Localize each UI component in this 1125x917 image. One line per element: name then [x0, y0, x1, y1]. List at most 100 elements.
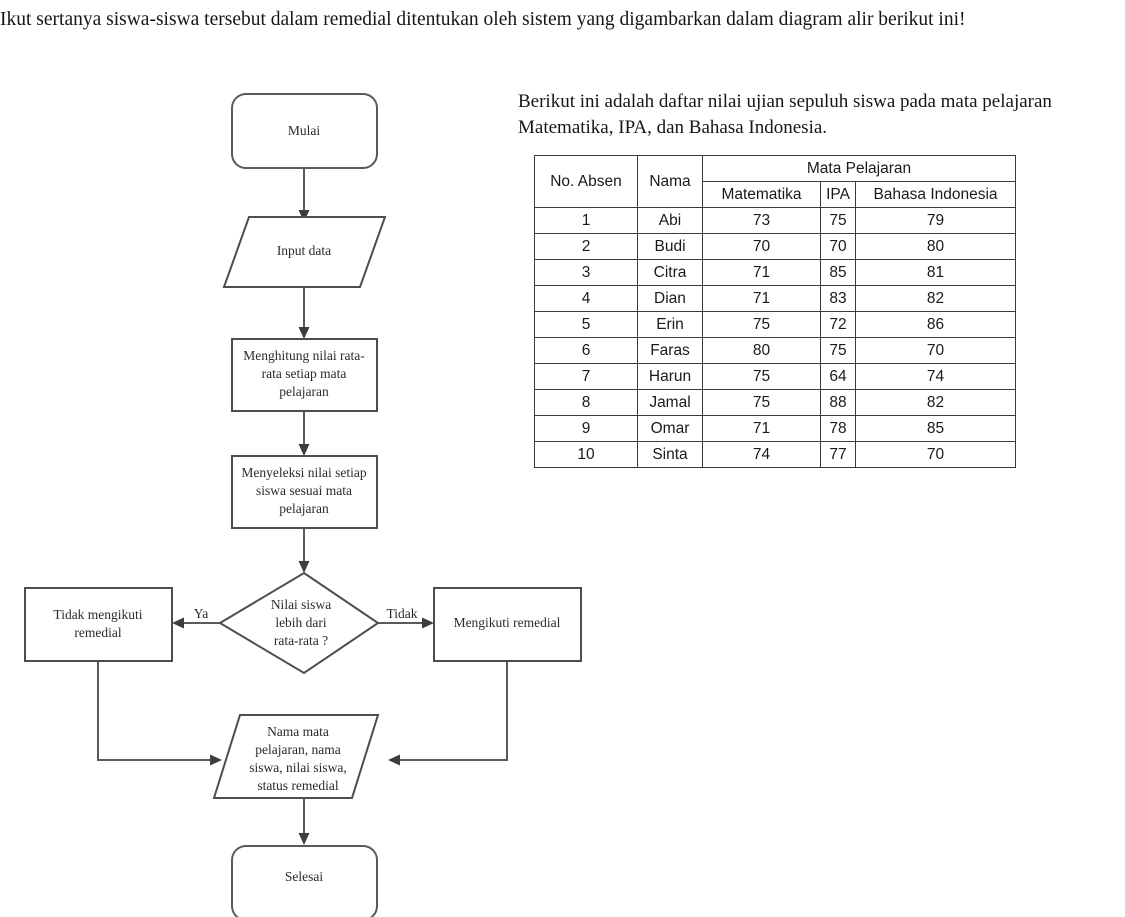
cell-ipa: 70: [820, 233, 856, 260]
arrowhead-decision-to-no-remedial: [172, 617, 184, 629]
cell-nama: Sinta: [637, 441, 703, 468]
cell-matematika: 75: [702, 363, 821, 390]
cell-nama: Faras: [637, 337, 703, 364]
cell-no-absen: 5: [534, 311, 638, 338]
cell-ipa: 78: [820, 415, 856, 442]
arrowhead-average-to-select: [298, 444, 310, 456]
node-mulai: Mulai: [231, 93, 378, 169]
node-output-line1: Nama mata: [267, 724, 329, 739]
cell-nama: Harun: [637, 363, 703, 390]
cell-nama: Budi: [637, 233, 703, 260]
cell-nama: Erin: [637, 311, 703, 338]
scores-table-container: No. Absen Nama Mata Pelajaran Matematika…: [534, 155, 1016, 468]
node-selesai-label: Selesai: [285, 869, 323, 884]
cell-matematika: 73: [702, 207, 821, 234]
node-menyeleksi-line3: pelajaran: [279, 501, 329, 516]
arrowhead-decision-to-yes-remedial: [422, 617, 434, 629]
node-menyeleksi-line2: siswa sesuai mata: [256, 483, 352, 498]
arrowhead-select-to-decision: [298, 561, 310, 573]
node-input-data: Input data: [222, 216, 387, 288]
intro-paragraph: Ikut sertanya siswa-siswa tersebut dalam…: [0, 9, 966, 30]
cell-bahasa-indonesia: 70: [855, 337, 1016, 364]
node-menghitung-line3: pelajaran: [279, 384, 329, 399]
cell-ipa: 88: [820, 389, 856, 416]
node-mulai-label: Mulai: [288, 123, 320, 138]
header-no-absen: No. Absen: [534, 155, 638, 208]
cell-matematika: 75: [702, 311, 821, 338]
node-output-data: Nama mata pelajaran, nama siswa, nilai s…: [212, 714, 380, 799]
cell-ipa: 83: [820, 285, 856, 312]
cell-bahasa-indonesia: 70: [855, 441, 1016, 468]
node-decision-line3: rata-rata ?: [274, 633, 328, 648]
node-menyeleksi-nilai: Menyeleksi nilai setiap siswa sesuai mat…: [231, 455, 378, 529]
node-menyeleksi-line1: Menyeleksi nilai setiap: [241, 465, 366, 480]
cell-matematika: 71: [702, 415, 821, 442]
cell-no-absen: 3: [534, 259, 638, 286]
cell-ipa: 85: [820, 259, 856, 286]
node-output-line2: pelajaran, nama: [255, 742, 340, 757]
cell-ipa: 75: [820, 207, 856, 234]
cell-nama: Omar: [637, 415, 703, 442]
cell-matematika: 71: [702, 285, 821, 312]
cell-bahasa-indonesia: 81: [855, 259, 1016, 286]
node-decision-nilai-siswa: Nilai siswa lebih dari rata-rata ?: [218, 571, 380, 675]
cell-no-absen: 6: [534, 337, 638, 364]
flowchart-diagram: Mulai Input data Menghitung nilai rata- …: [24, 93, 582, 917]
cell-nama: Citra: [637, 259, 703, 286]
node-decision-line2: lebih dari: [275, 615, 327, 630]
node-mengikuti-remedial: Mengikuti remedial: [433, 587, 582, 662]
arrowhead-yes-remedial-to-output: [388, 754, 400, 766]
table-header-row-2: Matematika IPA Bahasa Indonesia: [535, 181, 1016, 208]
cell-bahasa-indonesia: 79: [855, 207, 1016, 234]
cell-no-absen: 7: [534, 363, 638, 390]
cell-nama: Jamal: [637, 389, 703, 416]
cell-matematika: 70: [702, 233, 821, 260]
node-menghitung-line1: Menghitung nilai rata-: [243, 348, 365, 363]
edge-no-remedial-to-output: [97, 661, 212, 761]
scores-table: No. Absen Nama Mata Pelajaran Matematika…: [534, 155, 1016, 468]
cell-bahasa-indonesia: 82: [855, 389, 1016, 416]
cell-matematika: 75: [702, 389, 821, 416]
cell-bahasa-indonesia: 80: [855, 233, 1016, 260]
arrowhead-input-to-average: [298, 327, 310, 339]
cell-ipa: 64: [820, 363, 856, 390]
header-mata-pelajaran: Mata Pelajaran: [702, 155, 1016, 182]
cell-bahasa-indonesia: 82: [855, 285, 1016, 312]
header-nama: Nama: [637, 155, 703, 208]
arrowhead-no-remedial-to-output: [210, 754, 222, 766]
cell-bahasa-indonesia: 74: [855, 363, 1016, 390]
node-menghitung-rata-rata: Menghitung nilai rata- rata setiap mata …: [231, 338, 378, 412]
table-intro-paragraph: Berikut ini adalah daftar nilai ujian se…: [518, 91, 1052, 138]
cell-no-absen: 2: [534, 233, 638, 260]
edge-label-tidak: Tidak: [386, 606, 417, 621]
node-input-data-label: Input data: [277, 243, 331, 258]
cell-ipa: 75: [820, 337, 856, 364]
node-tidak-mengikuti-remedial: Tidak mengikuti remedial: [24, 587, 173, 662]
header-matematika: Matematika: [702, 181, 821, 208]
node-decision-line1: Nilai siswa: [271, 597, 331, 612]
cell-nama: Dian: [637, 285, 703, 312]
node-tidak-mengikuti-line2: remedial: [74, 625, 121, 640]
node-selesai: Selesai: [231, 845, 378, 917]
cell-matematika: 80: [702, 337, 821, 364]
header-ipa: IPA: [820, 181, 856, 208]
cell-matematika: 74: [702, 441, 821, 468]
cell-nama: Abi: [637, 207, 703, 234]
cell-matematika: 71: [702, 259, 821, 286]
cell-no-absen: 4: [534, 285, 638, 312]
cell-bahasa-indonesia: 86: [855, 311, 1016, 338]
cell-no-absen: 8: [534, 389, 638, 416]
edge-yes-remedial-to-output: [398, 661, 508, 761]
node-output-line4: status remedial: [257, 778, 339, 793]
cell-bahasa-indonesia: 85: [855, 415, 1016, 442]
